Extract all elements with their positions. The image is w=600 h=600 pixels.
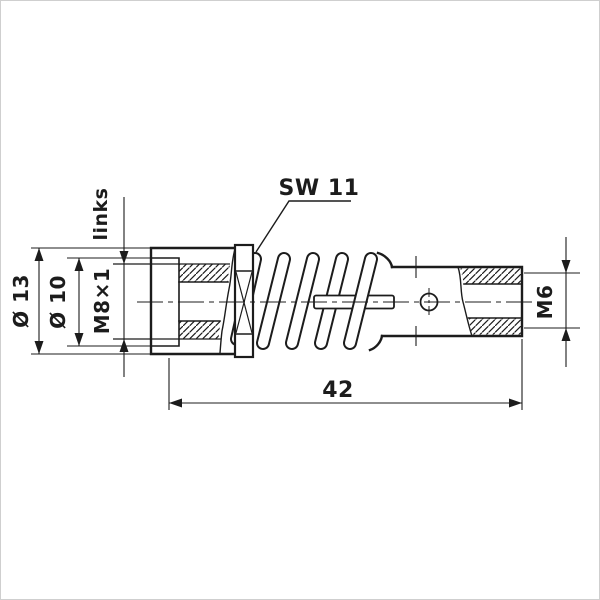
right-rod	[368, 251, 524, 352]
length-42-label: 42	[322, 378, 354, 403]
sw11-leader-line	[255, 200, 351, 253]
neck-top	[376, 251, 394, 269]
dim-42: 42	[168, 339, 523, 410]
neck-bottom	[368, 334, 384, 352]
right-thread-hatch-bottom	[468, 318, 521, 335]
hex-collar	[233, 243, 255, 359]
dim-dia10: Ø 10	[46, 258, 84, 346]
coil-turn	[256, 252, 291, 350]
links-label: links	[90, 188, 112, 241]
left-thread-hatch-bottom	[179, 321, 221, 339]
sw11-label: SW 11	[279, 176, 360, 201]
dia13-label: Ø 13	[9, 274, 33, 328]
left-sleeve	[113, 246, 237, 356]
dia10-label: Ø 10	[46, 275, 70, 329]
section-break-line-left	[219, 248, 236, 354]
section-break-line-right	[457, 266, 473, 337]
right-thread-hatch-top	[460, 268, 521, 284]
coil-turn-front	[343, 252, 378, 350]
centerlines	[137, 256, 543, 346]
dim-m8x1: M8×1 links	[90, 188, 129, 377]
m8x1-label: M8×1	[90, 268, 114, 335]
left-thread-hatch-top	[179, 264, 230, 282]
dim-dia13: Ø 13	[9, 248, 44, 354]
dim-m6: M6	[524, 237, 580, 367]
coil-turn	[285, 252, 320, 350]
label-sw11: SW 11	[255, 176, 360, 253]
dimensions: Ø 13 Ø 10 M8×1 links SW 11 M6	[9, 176, 580, 410]
m6-label: M6	[533, 285, 557, 320]
